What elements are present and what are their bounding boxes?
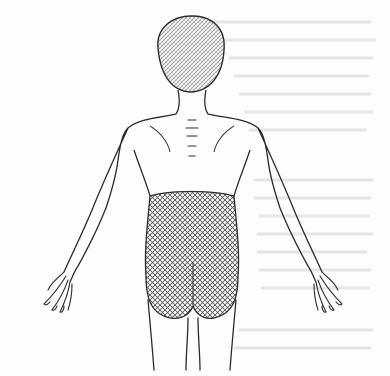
right-arm-outer xyxy=(258,128,322,272)
right-leg-inner xyxy=(198,318,200,370)
right-hand xyxy=(314,272,342,312)
left-torso-side xyxy=(134,150,150,196)
head xyxy=(158,16,224,114)
left-hand xyxy=(44,272,72,312)
neck xyxy=(176,90,208,114)
spine-marks xyxy=(186,120,198,156)
left-arm-outer xyxy=(64,128,128,272)
right-shoulder-blade xyxy=(214,126,234,152)
right-leg-outer xyxy=(230,300,236,370)
left-leg-inner xyxy=(186,318,188,370)
hair xyxy=(158,16,224,92)
left-leg-outer xyxy=(148,300,154,370)
right-torso-side xyxy=(234,150,250,196)
left-shoulder-blade xyxy=(150,126,170,152)
shaded-lower-region xyxy=(145,192,238,319)
